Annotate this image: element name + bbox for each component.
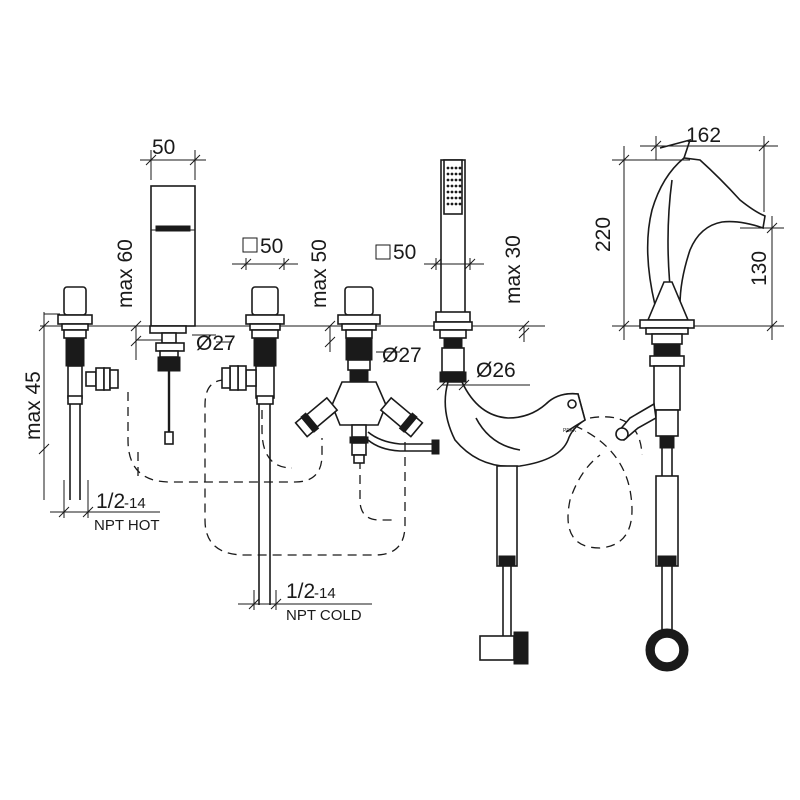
hot-conn-size: 1/2 [96, 490, 125, 513]
handshower-square-label: 50 [393, 241, 416, 264]
dim-side-view: 162 220 130 [592, 124, 784, 340]
side-view-mixer [615, 138, 766, 672]
side-reach-label: 162 [686, 124, 721, 147]
hot-conn-sub: -14 [124, 495, 146, 512]
dim-hot-valve: max 45 1/2 -14 NPT HOT [22, 312, 160, 534]
diverter-valve [294, 286, 440, 464]
side-height-label: 220 [592, 217, 615, 252]
deck-hole-1-label: Ø27 [196, 332, 236, 355]
cold-valve [221, 286, 285, 605]
hot-valve [57, 286, 119, 500]
dim-cold-conn: 1/2 -14 NPT COLD [238, 580, 372, 624]
cold-conn-label: NPT COLD [286, 607, 362, 624]
supply-hoses [127, 379, 643, 556]
hot-valve-height-label: max 45 [22, 371, 45, 440]
handle-square-label: 50 [260, 235, 283, 258]
side-spout-height-label: 130 [748, 251, 771, 286]
dim-handshower: 50 max 30 Ø26 [375, 235, 530, 391]
bowl-logo: PEAK [563, 428, 577, 434]
deck-hole-2-label: Ø27 [382, 344, 422, 367]
cold-conn-sub: -14 [314, 585, 336, 602]
cold-conn-size: 1/2 [286, 580, 315, 603]
dim-cold-handle: 50 max 50 Ø27 [232, 235, 422, 367]
dim-spout: 50 max 60 Ø27 [114, 136, 236, 360]
handshower-height-label: max 30 [502, 235, 525, 304]
handle-height-label: max 50 [308, 239, 331, 308]
spout [149, 185, 196, 445]
spout-width-label: 50 [152, 136, 175, 159]
handshower: PEAK [433, 159, 586, 665]
spout-height-label: max 60 [114, 239, 137, 308]
hot-conn-label: NPT HOT [94, 517, 160, 534]
deck-hole-3-label: Ø26 [476, 359, 516, 382]
